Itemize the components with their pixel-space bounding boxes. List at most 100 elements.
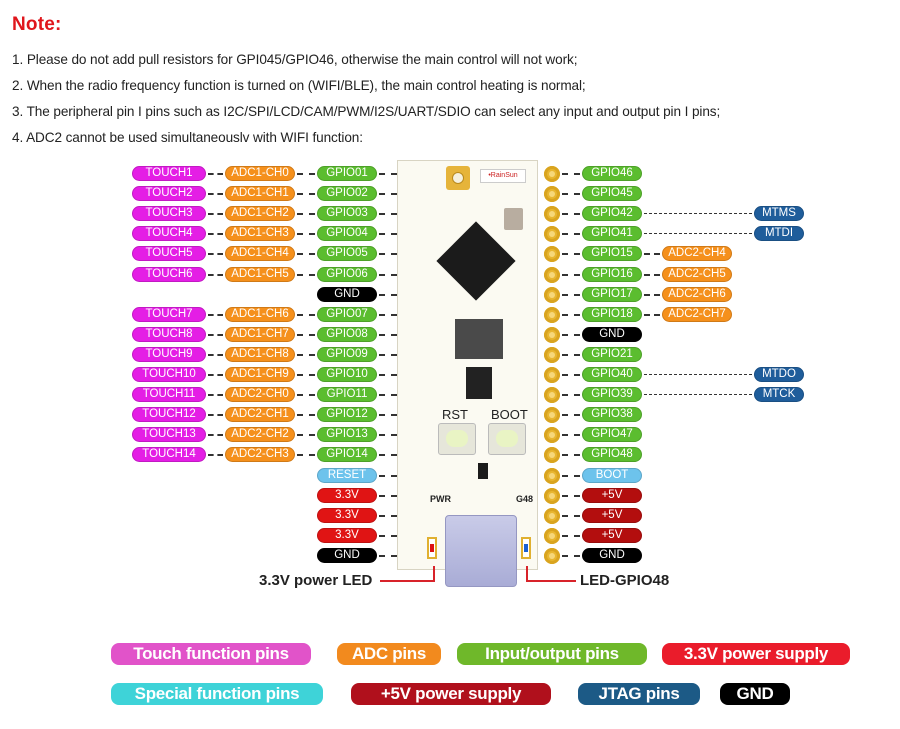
pin-label-gpio: GPIO47: [582, 427, 642, 442]
legend-item: +5V power supply: [351, 683, 551, 705]
legend-item: 3.3V power supply: [662, 643, 850, 665]
adc-pin-label: ADC1-CH1: [225, 186, 295, 201]
adc-pin-label: ADC2-CH6: [662, 287, 732, 302]
connector-line: [208, 314, 223, 316]
connector-line: [208, 274, 223, 276]
legend-item: Touch function pins: [111, 643, 311, 665]
connector-line: [379, 555, 397, 557]
mcu-chip: [436, 221, 516, 301]
touch-pin-label: TOUCH14: [132, 447, 206, 462]
connector-line: [208, 213, 223, 215]
antenna-connector-icon: [446, 166, 470, 190]
touch-pin-label: TOUCH12: [132, 407, 206, 422]
connector-line: [379, 454, 397, 456]
connector-line: [297, 414, 315, 416]
pin-label-v5: +5V: [582, 508, 642, 523]
pin-label-gpio: GPIO42: [582, 206, 642, 221]
pin-label-gpio: GPIO15: [582, 246, 642, 261]
adc-pin-label: ADC2-CH2: [225, 427, 295, 442]
rst-button[interactable]: [438, 423, 476, 455]
flash-chip: [455, 319, 503, 359]
adc-pin-label: ADC1-CH3: [225, 226, 295, 241]
connector-line: [562, 213, 580, 215]
jtag-pin-label: MTDI: [754, 226, 804, 241]
connector-line: [644, 233, 752, 234]
connector-line: [297, 334, 315, 336]
connector-line: [562, 454, 580, 456]
connector-line: [297, 434, 315, 436]
header-pad: [544, 246, 560, 262]
header-pad: [544, 427, 560, 443]
adc-pin-label: ADC2-CH4: [662, 246, 732, 261]
header-pad: [544, 287, 560, 303]
connector-line: [562, 374, 580, 376]
pin-label-gpio: GPIO05: [317, 246, 377, 261]
adc-pin-label: ADC1-CH4: [225, 246, 295, 261]
touch-pin-label: TOUCH3: [132, 206, 206, 221]
header-pad: [544, 468, 560, 484]
touch-pin-label: TOUCH10: [132, 367, 206, 382]
connector-line: [644, 374, 752, 375]
pin-label-gpio: GPIO12: [317, 407, 377, 422]
note-line-3: 3. The peripheral pin I pins such as I2C…: [12, 104, 721, 119]
connector-line: [562, 354, 580, 356]
pcb-board: •RainSun RST BOOT PWR G48: [397, 160, 538, 570]
power-led: [427, 537, 437, 559]
connector-line: [562, 535, 580, 537]
gpio48-led: [521, 537, 531, 559]
adc-pin-label: ADC2-CH7: [662, 307, 732, 322]
connector-line: [297, 314, 315, 316]
adc-pin-label: ADC1-CH2: [225, 206, 295, 221]
connector-line: [562, 294, 580, 296]
legend-item: Input/output pins: [457, 643, 647, 665]
touch-pin-label: TOUCH9: [132, 347, 206, 362]
pin-label-gpio: GPIO08: [317, 327, 377, 342]
header-pad: [544, 267, 560, 283]
touch-pin-label: TOUCH11: [132, 387, 206, 402]
connector-line: [562, 495, 580, 497]
pin-label-v33: 3.3V: [317, 528, 377, 543]
header-pad: [544, 488, 560, 504]
connector-line: [562, 193, 580, 195]
connector-line: [379, 374, 397, 376]
boot-label: BOOT: [491, 407, 528, 422]
connector-line: [562, 314, 580, 316]
connector-line: [297, 193, 315, 195]
header-pad: [544, 367, 560, 383]
connector-line: [208, 434, 223, 436]
adc-pin-label: ADC2-CH3: [225, 447, 295, 462]
power-led-callout: 3.3V power LED: [259, 572, 373, 589]
jtag-pin-label: MTDO: [754, 367, 804, 382]
pin-label-gpio: GPIO41: [582, 226, 642, 241]
connector-line: [297, 454, 315, 456]
touch-pin-label: TOUCH4: [132, 226, 206, 241]
connector-line: [379, 535, 397, 537]
legend-item: JTAG pins: [578, 683, 700, 705]
connector-line: [208, 193, 223, 195]
connector-line: [297, 253, 315, 255]
connector-line: [208, 233, 223, 235]
boot-button[interactable]: [488, 423, 526, 455]
pin-label-gnd: GND: [582, 327, 642, 342]
header-pad: [544, 528, 560, 544]
connector-line: [297, 354, 315, 356]
header-pad: [544, 387, 560, 403]
connector-line: [208, 394, 223, 396]
connector-line: [379, 394, 397, 396]
touch-pin-label: TOUCH13: [132, 427, 206, 442]
connector-line: [644, 314, 660, 316]
pin-label-v33: 3.3V: [317, 488, 377, 503]
pin-label-v33: 3.3V: [317, 508, 377, 523]
pin-label-gpio: GPIO07: [317, 307, 377, 322]
adc-pin-label: ADC2-CH1: [225, 407, 295, 422]
transistor: [478, 463, 488, 479]
pin-label-reset: RESET: [317, 468, 377, 483]
note-line-2: 2. When the radio frequency function is …: [12, 78, 586, 93]
pin-label-gpio: GPIO46: [582, 166, 642, 181]
adc-pin-label: ADC2-CH5: [662, 267, 732, 282]
connector-line: [297, 233, 315, 235]
power-led-callout-line-v: [433, 566, 435, 582]
g48-label: G48: [516, 494, 534, 504]
pin-label-gnd: GND: [317, 287, 377, 302]
connector-line: [379, 314, 397, 316]
